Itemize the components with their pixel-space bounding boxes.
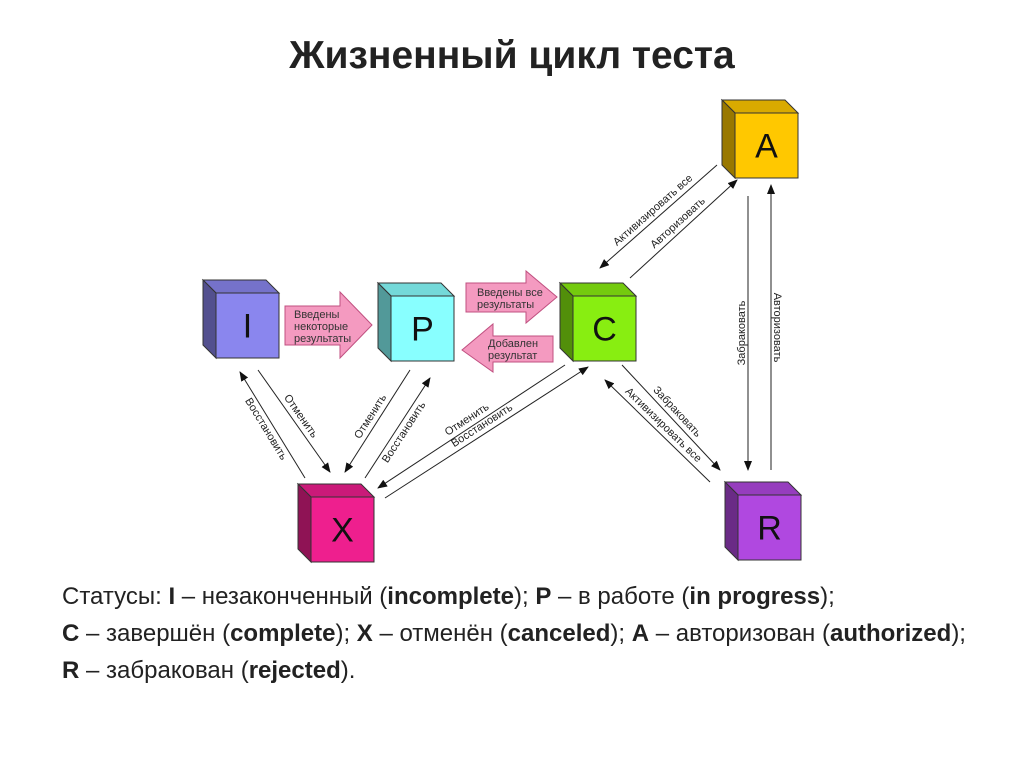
cube-label: A [755,128,778,166]
transition-p-x-cancel: Отменить [344,369,411,473]
block-arrow-label: Добавлен [488,338,538,350]
block-arrow-label: результат [488,350,537,362]
legend-item-a: A – авторизован (authorized); [631,620,966,647]
transition-label: Восстановить [242,396,289,463]
legend-item-x: X – отменён (canceled); [356,620,632,647]
transition-x-i-restore: Восстановить [239,371,306,479]
status-legend: Статусы: I – незаконченный (incomplete);… [62,578,982,689]
legend-item-p: P – в работе (in progress); [535,583,835,610]
block-arrow-label: результаты [294,333,351,345]
cube-label: X [331,512,354,550]
transition-label: Отменить [352,392,389,441]
legend-item-i: I – незаконченный (incomplete); [168,583,536,610]
block-arrow-i-to-p: Введены некоторые результаты [284,290,373,360]
status-cube-x: X [296,482,376,564]
legend-prefix: Статусы: [62,583,169,610]
status-cube-i: I [201,278,281,360]
cube-label: C [592,311,617,349]
block-arrow-c-to-p: Добавлен результат [461,322,554,373]
block-arrow-label: Введены [294,309,340,321]
transition-label: Восстановить [380,399,429,465]
transition-r-a-authorize: Авторизовать [767,184,783,470]
cube-label: I [243,308,252,346]
block-arrow-label: некоторые [294,321,348,333]
slide-title: Жизненный цикл теста [289,34,735,77]
transition-x-p-restore: Восстановить [364,377,431,479]
legend-item-r: R – забракован (rejected). [62,657,356,684]
transition-label: Авторизовать [771,293,783,363]
status-cube-r: R [723,480,803,562]
block-arrow-p-to-c: Введены все результаты [465,269,558,325]
cube-label: R [757,510,782,548]
cube-label: P [411,311,434,349]
status-cube-a: A [720,98,800,180]
block-arrow-label: Введены все [477,287,543,299]
transition-x-c-restore: Восстановить [384,366,589,499]
transition-a-r-reject: Забраковать [736,196,752,471]
status-cube-p: P [376,281,456,363]
legend-item-c: C – завершён (complete); [62,620,357,647]
block-arrow-label: результаты [477,299,534,311]
transition-label: Отменить [281,392,320,440]
transition-label: Забраковать [736,300,748,365]
transition-c-r-reject: Забраковать [621,364,721,471]
status-cube-c: C [558,281,638,363]
